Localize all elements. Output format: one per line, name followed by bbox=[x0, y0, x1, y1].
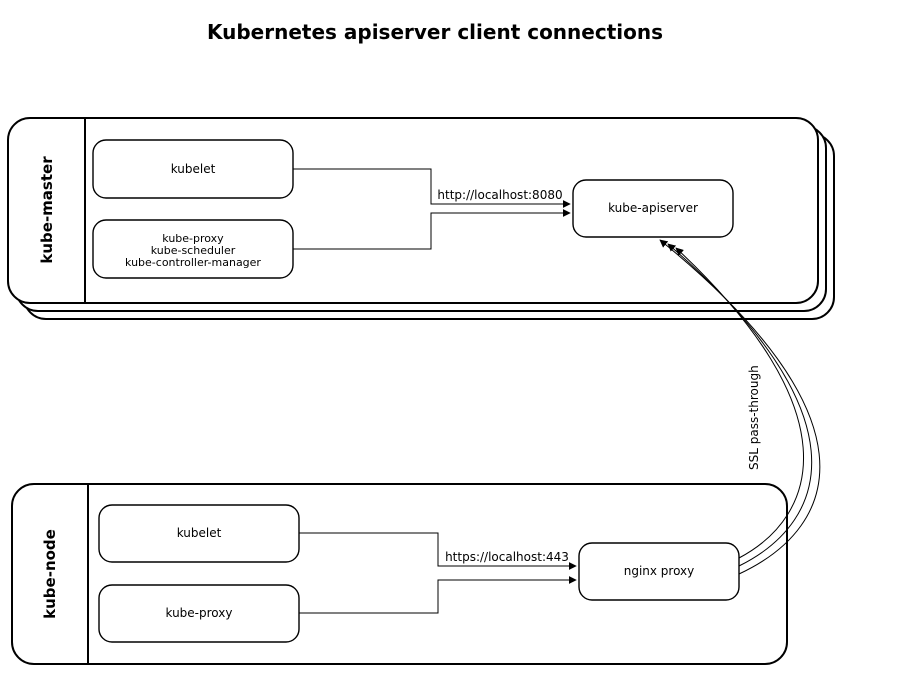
node-master-services-line-3: kube-controller-manager bbox=[125, 256, 261, 269]
cluster-kube-master: kube-master kubelet kube-proxy kube-sche… bbox=[7, 117, 835, 320]
edge-label-https: https://localhost:443 bbox=[445, 550, 569, 564]
cluster-kube-node-label: kube-node bbox=[41, 529, 59, 619]
edge-label-http: http://localhost:8080 bbox=[437, 188, 562, 202]
node-kube-apiserver bbox=[572, 179, 734, 238]
cluster-kube-master-label: kube-master bbox=[38, 156, 56, 264]
node-master-services-line-2: kube-scheduler bbox=[151, 244, 236, 257]
node-node-kube-proxy-label: kube-proxy bbox=[166, 606, 233, 620]
node-node-kubelet-label: kubelet bbox=[177, 526, 222, 540]
edge-nginx-to-apiserver: SSL pass-through bbox=[659, 239, 821, 575]
edge-ssl-curve-1 bbox=[675, 247, 804, 559]
node-kube-apiserver-label: kube-apiserver bbox=[608, 201, 698, 215]
cluster-kube-node: kube-node kubelet kube-proxy nginx proxy… bbox=[11, 483, 788, 665]
edge-master-services-to-apiserver bbox=[293, 209, 571, 250]
edge-label-ssl: SSL pass-through bbox=[747, 365, 761, 470]
diagram-title: Kubernetes apiserver client connections bbox=[207, 20, 663, 44]
node-master-services-line-1: kube-proxy bbox=[162, 232, 224, 245]
node-master-kubelet-label: kubelet bbox=[171, 162, 216, 176]
node-nginx-proxy-label: nginx proxy bbox=[624, 564, 695, 578]
edge-node-kubelet-to-nginx bbox=[299, 532, 577, 570]
edge-ssl-curve-3 bbox=[659, 239, 821, 575]
node-nginx-proxy bbox=[578, 542, 740, 601]
edge-ssl-curve-2 bbox=[667, 243, 813, 567]
edge-master-kubelet-to-apiserver bbox=[293, 168, 571, 208]
edge-node-kube-proxy-to-nginx bbox=[299, 576, 577, 614]
